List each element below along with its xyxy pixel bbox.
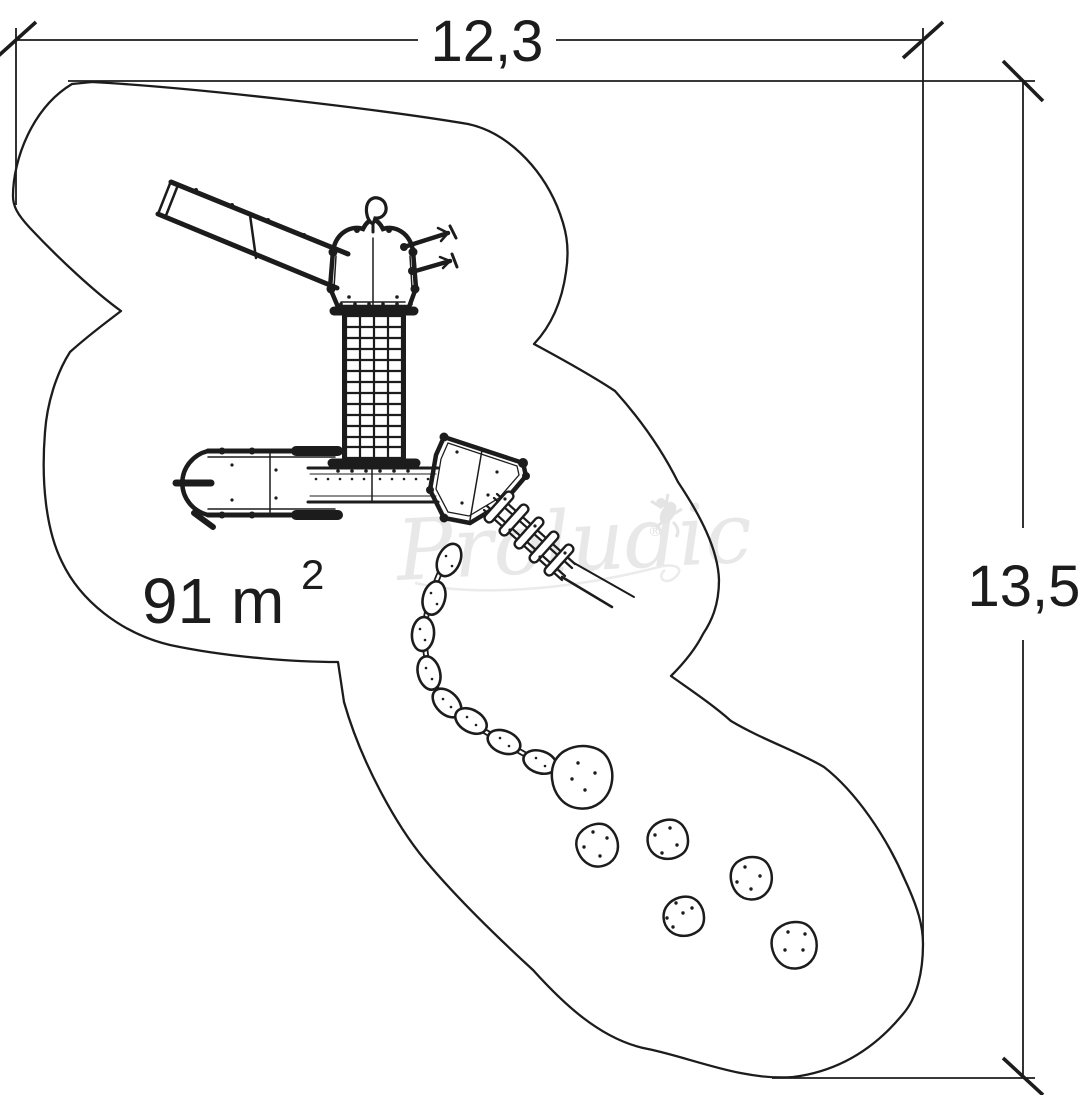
watermark: Proludic ® [392, 483, 755, 600]
watermark-brand: Proludic [392, 483, 755, 600]
deck-hatch [314, 477, 430, 481]
net-bolts [336, 302, 413, 473]
width-dimension-label: 12,3 [431, 9, 544, 74]
stone-dots [570, 761, 807, 952]
flag-icon [364, 196, 388, 234]
area-superscript: 2 [301, 551, 324, 598]
stepping-stones [542, 736, 821, 972]
pods [410, 542, 558, 776]
watermark-swoosh [414, 564, 681, 592]
walkway [172, 446, 343, 530]
tower-brackets [326, 227, 420, 299]
bridge-bolts [503, 497, 567, 559]
tick-icon [901, 20, 945, 60]
slide [155, 179, 351, 291]
height-dimension-label: 13,5 [968, 554, 1081, 619]
under-net-deck [306, 466, 440, 504]
plank-bridge [482, 490, 635, 609]
tick-icon [1001, 59, 1045, 103]
climbing-net [327, 302, 421, 473]
tower [326, 196, 459, 310]
grip-arms [401, 224, 459, 275]
area-label: 91 m 2 [142, 551, 324, 637]
area-value: 91 m [142, 565, 284, 637]
gecko-icon [650, 493, 683, 538]
right-dimension [68, 59, 1045, 1095]
tick-icon [0, 20, 38, 57]
pod-trail [410, 542, 569, 777]
pod-dots [418, 554, 547, 768]
playground-structure [155, 179, 821, 972]
walkway-bolts [218, 447, 278, 519]
net-grid [344, 314, 404, 460]
slide-bolts [186, 188, 306, 273]
tick-icon [1001, 1056, 1045, 1095]
registered-mark: ® [648, 524, 662, 540]
top-dimension [0, 20, 945, 944]
safety-area-outline [11, 80, 925, 1079]
